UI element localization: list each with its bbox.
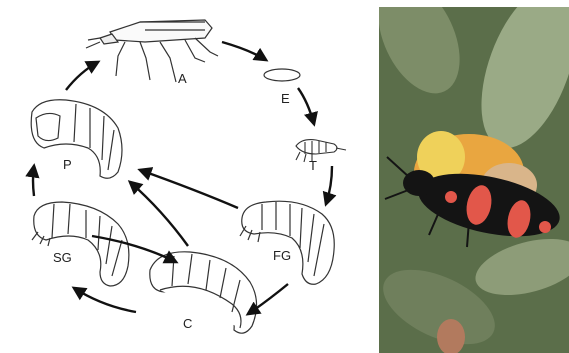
label-egg: E: [281, 91, 290, 106]
arrow-p-to-a: [66, 62, 98, 90]
label-triungulin: T: [309, 158, 317, 173]
label-first-grub: FG: [273, 248, 291, 263]
pupa-drawing: [31, 100, 122, 179]
triungulin-drawing: [296, 140, 346, 162]
label-adult: A: [178, 71, 187, 86]
arrow-c-to-p: [130, 182, 188, 246]
label-coarctate: C: [183, 316, 192, 331]
arrow-a-to-e: [222, 42, 266, 60]
arrow-t-to-fg: [326, 166, 332, 204]
second-grub-drawing: [32, 202, 129, 286]
arrow-c-to-sg: [74, 288, 136, 312]
adult-beetle-drawing: [86, 20, 218, 82]
egg-drawing: [264, 69, 300, 81]
label-second-grub: SG: [53, 250, 72, 265]
life-cycle-diagram: A E T FG C SG P: [0, 0, 368, 353]
arrow-fg-to-p: [140, 170, 238, 208]
beetle-photo: [379, 7, 569, 353]
arrow-e-to-t: [298, 88, 314, 124]
label-pupa: P: [63, 157, 72, 172]
coarctate-larva-drawing: [150, 252, 257, 333]
first-grub-drawing: [240, 201, 334, 284]
arrow-sg-to-p: [33, 166, 34, 196]
